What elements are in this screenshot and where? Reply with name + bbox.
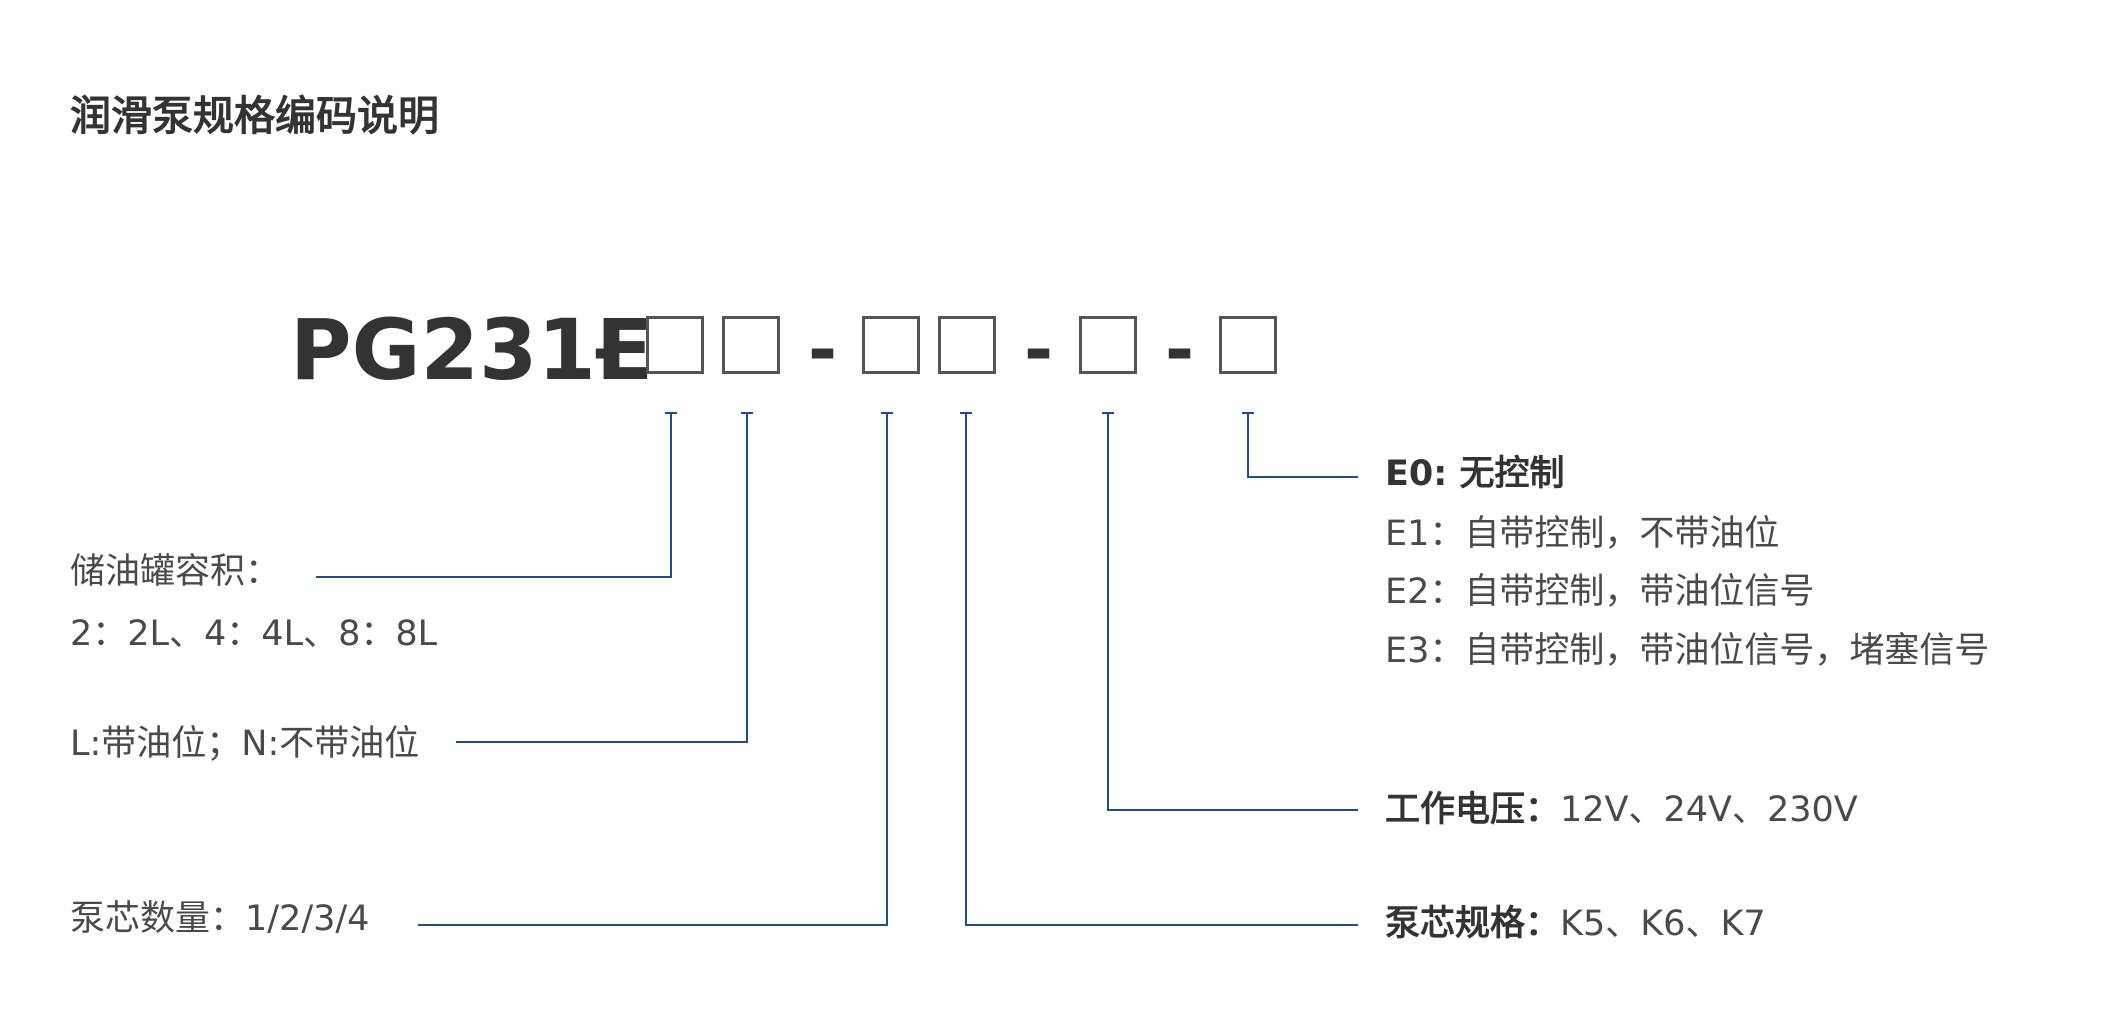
control-e3-label: E3：自带控制，带油位信号，堵塞信号 xyxy=(1385,631,1990,671)
tank-volume-title: 储油罐容积： xyxy=(70,552,281,592)
connector-control xyxy=(1242,412,1358,478)
code-box-oil-level xyxy=(722,316,780,374)
code-prefix: PG231E xyxy=(290,301,654,399)
control-e2-label: E2：自带控制，带油位信号 xyxy=(1385,572,1815,612)
connector-pump-core-count xyxy=(418,412,893,926)
code-separator: - xyxy=(808,309,838,391)
code-separator: - xyxy=(1165,309,1195,391)
connector-oil-level xyxy=(456,412,753,743)
control-e0-label: E0: 无控制 xyxy=(1385,454,1565,494)
connector-tank-volume xyxy=(316,412,677,578)
code-box-pump-core-count xyxy=(862,316,920,374)
code-box-tank-volume xyxy=(646,316,704,374)
connector-voltage xyxy=(1102,412,1358,811)
pump-spec-label: 泵芯规格： xyxy=(1385,904,1561,944)
code-box-control xyxy=(1219,316,1277,374)
code-separator: - xyxy=(592,309,622,391)
tank-volume-values: 2：2L、4：4L、8：8L xyxy=(70,614,438,654)
voltage-row: 工作电压：12V、24V、230V xyxy=(1385,786,1858,834)
pump-core-count-label: 泵芯数量：1/2/3/4 xyxy=(70,899,370,939)
code-box-voltage xyxy=(1079,316,1137,374)
code-separator: - xyxy=(1024,309,1054,391)
voltage-values: 12V、24V、230V xyxy=(1560,790,1858,830)
pump-spec-values: K5、K6、K7 xyxy=(1560,904,1766,944)
oil-level-label: L:带油位；N:不带油位 xyxy=(70,724,420,764)
voltage-label: 工作电压： xyxy=(1385,790,1561,830)
code-box-pump-core-spec xyxy=(938,316,996,374)
page-title: 润滑泵规格编码说明 xyxy=(70,92,439,140)
pump-spec-row: 泵芯规格：K5、K6、K7 xyxy=(1385,900,1766,948)
control-e1-label: E1：自带控制，不带油位 xyxy=(1385,514,1780,554)
connector-pump-core-spec xyxy=(960,412,1358,926)
